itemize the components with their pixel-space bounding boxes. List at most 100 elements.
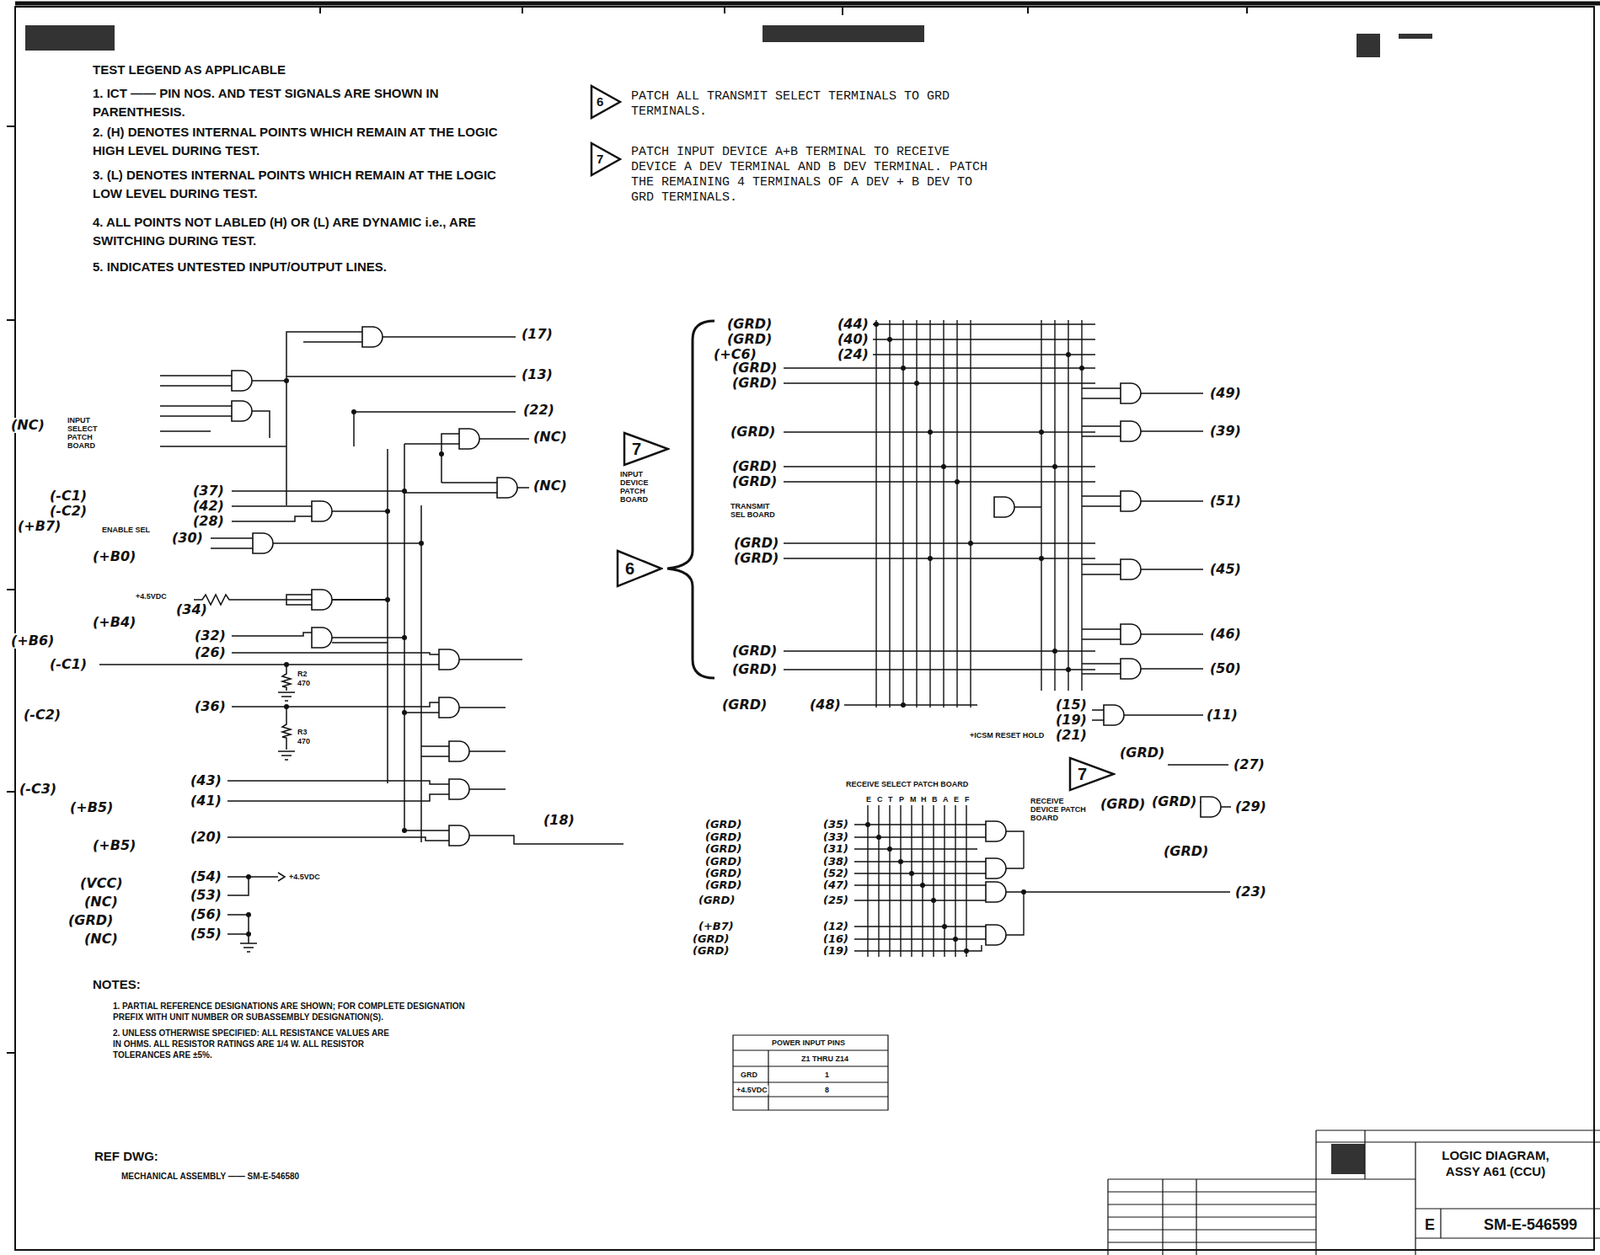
schematic-line	[1079, 365, 1085, 371]
pin-number: (39)	[1209, 423, 1242, 439]
pin-number: (+B7)	[16, 519, 62, 535]
signal-label: ENABLE SEL	[101, 525, 151, 535]
schematic-line	[449, 741, 470, 762]
pin-number: (16)	[822, 933, 850, 946]
signal-label: +4.5VDC	[134, 592, 168, 601]
signal-label: E	[865, 795, 873, 804]
signal-label: RECEIVE SELECT PATCH BOARD	[845, 780, 969, 789]
schematic-line	[1103, 705, 1124, 726]
schematic-line	[438, 697, 460, 718]
schematic-line	[401, 710, 407, 716]
flag-outline	[591, 85, 621, 118]
flag-outline	[617, 551, 662, 587]
schematic-line	[1052, 648, 1058, 654]
schematic-line	[887, 846, 893, 852]
schematic-line	[418, 540, 424, 546]
pin-number: (34)	[175, 602, 209, 618]
flag-callout: 7	[622, 431, 670, 467]
schematic-line	[1021, 889, 1027, 895]
pin-number: (GRD)	[704, 843, 743, 856]
pin-number: (51)	[1209, 493, 1242, 509]
flag-shape	[622, 431, 670, 467]
schematic-line	[438, 451, 445, 457]
schematic-line	[762, 25, 925, 43]
pin-number: (GRD)	[704, 831, 743, 844]
signal-label: RECEIVE DEVICE PATCH BOARD	[1029, 797, 1091, 823]
callout-text-group: 6	[596, 93, 604, 111]
schematic-line	[231, 370, 252, 391]
signal-label: INPUT DEVICE PATCH BOARD	[619, 470, 674, 504]
left-gates	[231, 326, 518, 953]
signal-label: SM-E-546599	[1482, 1215, 1579, 1235]
pin-number: (GRD)	[731, 643, 778, 659]
pin-number: (56)	[189, 907, 223, 923]
signal-label: H	[920, 795, 928, 804]
pin-number: (+B4)	[91, 615, 137, 631]
note-text: 4. ALL POINTS NOT LABLED (H) OR (L) ARE …	[91, 213, 515, 251]
schematic-line	[1120, 383, 1141, 404]
pin-number: (GRD)	[704, 856, 743, 868]
signal-label: E	[952, 795, 960, 804]
schematic-line	[914, 380, 920, 386]
note-text: TEST LEGEND AS APPLICABLE	[91, 60, 287, 80]
pin-number: (47)	[822, 879, 850, 892]
pin-number: (GRD)	[726, 331, 773, 348]
pin-number: (-C2)	[48, 503, 88, 520]
pin-number: (GRD)	[691, 945, 730, 958]
pin-number: (48)	[808, 697, 842, 713]
schematic-line	[227, 872, 285, 882]
callout-number: 6	[625, 560, 635, 578]
signal-label: +4.5VDC	[288, 872, 322, 882]
signal-label: +4.5VDC	[735, 1086, 769, 1095]
schematic-line	[210, 538, 422, 549]
bracket	[667, 321, 715, 679]
schematic-line	[1120, 658, 1141, 680]
signal-label: T	[887, 795, 894, 804]
pin-number: (35)	[822, 818, 850, 831]
signal-label: 1	[824, 1070, 830, 1080]
schematic-line	[954, 479, 960, 485]
pin-number: (27)	[1232, 757, 1266, 773]
schematic-line	[401, 488, 407, 494]
note-text: NOTES:	[91, 975, 142, 995]
pin-number: (49)	[1209, 385, 1242, 402]
schematic-line	[231, 401, 252, 422]
pin-number: (GRD)	[726, 316, 773, 332]
pin-number: (26)	[193, 645, 227, 661]
pin-number: (GRD)	[691, 933, 730, 946]
pin-number: (22)	[522, 402, 556, 418]
schematic-line	[865, 822, 871, 828]
note-text: PATCH INPUT DEVICE A+B TERMINAL TO RECEI…	[630, 144, 995, 206]
schematic-line	[193, 594, 388, 605]
schematic-line	[497, 477, 518, 498]
schematic-line	[401, 828, 407, 834]
schematic-line	[231, 702, 506, 713]
schematic-line	[1316, 1130, 1600, 1255]
pin-number: (31)	[822, 843, 850, 856]
schematic-line	[927, 429, 933, 435]
schematic-line	[1038, 429, 1044, 435]
schematic-line	[783, 324, 1096, 706]
receive-board	[854, 805, 1231, 958]
signal-label: B	[931, 795, 939, 804]
schematic-line	[1120, 491, 1141, 512]
schematic-line	[900, 365, 906, 371]
pin-number: (37)	[192, 483, 225, 499]
schematic-line	[931, 898, 937, 904]
pin-number: (25)	[822, 894, 850, 907]
callout-text-group: 7	[631, 440, 642, 458]
callout-number: 6	[596, 93, 604, 111]
drawing-title: LOGIC DIAGRAM, ASSY A61 (CCU)	[1432, 1147, 1559, 1180]
schematic-line	[876, 834, 882, 841]
pin-number: (GRD)	[733, 535, 780, 552]
schematic-line	[1038, 556, 1044, 562]
schematic-line	[283, 662, 289, 668]
schematic-line	[282, 706, 291, 750]
pin-number: (44)	[836, 316, 870, 332]
schematic-line	[227, 830, 624, 845]
flag-shape	[589, 84, 622, 120]
signal-label: INPUT SELECT PATCH BOARD	[66, 416, 115, 450]
pin-number: (-C1)	[48, 488, 88, 504]
signal-label: TRANSMIT SEL BOARD	[729, 502, 782, 520]
flag-outline	[591, 143, 621, 176]
